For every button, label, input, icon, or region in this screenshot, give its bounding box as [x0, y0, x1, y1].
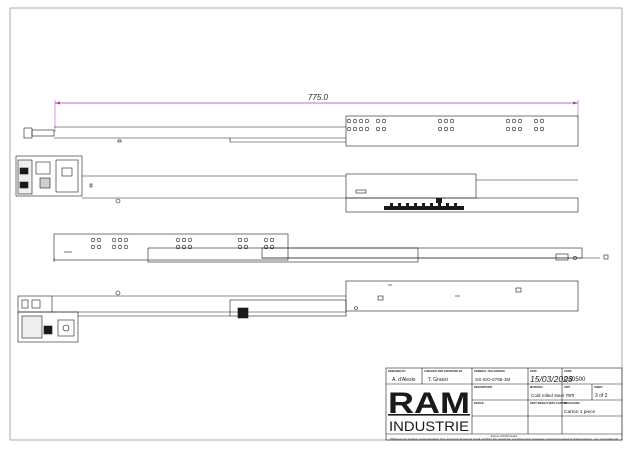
part-weight-label: PART WEIGHT WITH CARTON — [530, 401, 567, 405]
footer-property: Property of RAM Industrie — [491, 435, 518, 438]
view-2-middle-member — [345, 173, 477, 199]
tolerance-label: GENERAL TOLLERANCE — [474, 369, 505, 373]
view-4-mechanism-block — [21, 315, 43, 339]
view-2-mechanism-block — [17, 159, 33, 195]
view-2-mechanism-detail — [19, 167, 29, 175]
unit-label: UNIT — [564, 385, 570, 389]
view-2-housing-window — [61, 167, 73, 177]
view-4-damper — [57, 319, 75, 337]
view-4-front-bracket — [17, 295, 53, 313]
view-3-drawer-member — [53, 233, 289, 261]
view-2-housing — [55, 159, 79, 193]
view-3-cabinet-member — [261, 247, 583, 259]
code-label: CODE — [564, 369, 572, 373]
view-4-slot — [515, 287, 522, 293]
title-block — [385, 367, 623, 441]
company-logo-bottom: INDUSTRIE — [389, 418, 469, 434]
view-3-hole-pattern — [90, 237, 275, 250]
view-2-tab — [89, 183, 93, 188]
packaging-label: PACKAGING — [564, 401, 580, 405]
view-3-end-cap — [603, 254, 609, 260]
device-label: DEVICE — [474, 401, 484, 405]
designed-by-label: DESIGNED BY — [388, 369, 406, 373]
sheet-label: SHEET — [594, 385, 603, 389]
date-label: DATE — [530, 369, 537, 373]
unit-value: mm — [566, 393, 574, 399]
view-2-latch — [35, 161, 51, 175]
view-4-drawer-member — [345, 280, 579, 312]
dimension-775: 775.0 — [54, 93, 579, 132]
footer-disclaimer: Without its written authorization this p… — [390, 438, 619, 441]
view-4-mechanism-detail — [43, 325, 53, 335]
view-2-slot — [355, 189, 367, 194]
view-2-side-slide — [15, 155, 579, 213]
view-2-rack — [384, 198, 464, 210]
company-logo-rule — [388, 414, 470, 416]
view-4-hole — [115, 290, 121, 296]
view-3-rivet — [573, 256, 577, 260]
view-4-rivet — [354, 306, 358, 310]
view-1-drawer-member — [345, 115, 579, 147]
view-4-bracket-slot — [31, 299, 41, 309]
view-1-hole-pattern — [346, 118, 545, 132]
view-3-extended-slide — [53, 233, 609, 263]
description-label: DESCRIPTION — [474, 385, 492, 389]
checked-by-value: T. Grassi — [428, 377, 448, 383]
drawing-frame — [9, 7, 623, 441]
packaging-value: Carton 1 piece — [564, 409, 596, 415]
view-2-ball-cage — [345, 197, 579, 213]
title-block-text: DESIGNED BY A. d'Alesio CHECKED AND APPR… — [388, 369, 619, 441]
designed-by-value: A. d'Alesio — [392, 377, 416, 383]
view-4-mechanism — [17, 311, 79, 343]
view-2-mechanism-detail — [19, 181, 29, 189]
material-label: MATERIAL — [530, 385, 544, 389]
dimension-value: 775.0 — [308, 93, 329, 102]
title-block-border — [385, 367, 623, 441]
view-1-closed-slide — [23, 115, 579, 147]
view-3-end-stop — [555, 253, 569, 261]
code-value: Q50500 — [564, 377, 586, 383]
view-4-slot — [377, 295, 384, 301]
view-4-damper-pivot — [62, 324, 70, 332]
view-2-latch-spring — [39, 177, 51, 189]
view-4-carriage — [237, 307, 249, 319]
date-value: 15/03/2023 — [530, 374, 573, 384]
sheet-value: 3 of 2 — [595, 393, 608, 399]
tolerance-value: SS-ISO-2768-1M — [475, 377, 510, 382]
material-value: Cold rolled steel — [531, 393, 564, 398]
view-4-bottom-slide — [17, 280, 579, 343]
view-4-bracket-slot — [21, 299, 29, 309]
view-1-end-bracket — [23, 127, 33, 139]
checked-by-label: CHECKED AND APPROVED BY — [424, 369, 463, 373]
view-2-hole — [115, 198, 121, 204]
view-1-stop — [117, 139, 122, 143]
view-1-clip — [31, 129, 55, 137]
dimension-arrow-left — [55, 101, 60, 105]
dimension-arrow-right — [573, 101, 578, 105]
